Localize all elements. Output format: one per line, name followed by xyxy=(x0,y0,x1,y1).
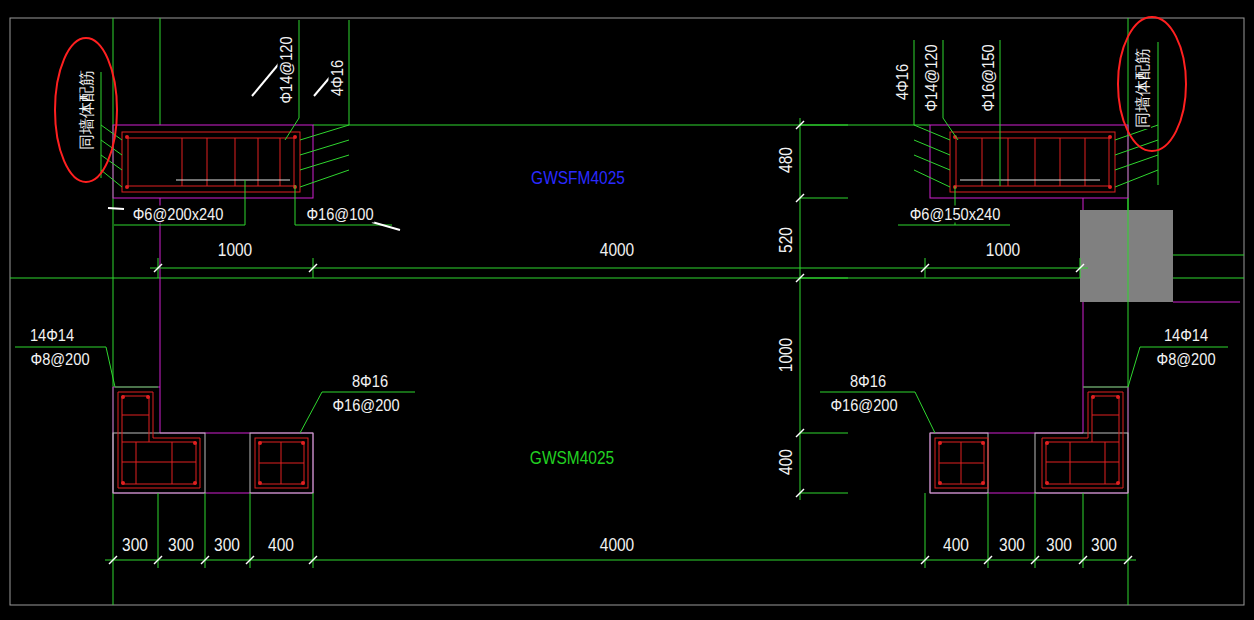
dimension-text: 300 xyxy=(121,536,149,554)
rebar-callout: 14Φ14 xyxy=(1163,327,1209,344)
dimension-text: 1000 xyxy=(985,241,1021,259)
strike-marks xyxy=(108,60,400,230)
rebar-callout: 4Φ16 xyxy=(894,63,911,101)
rebar-callout: Φ14@120 xyxy=(278,36,295,105)
wall-tag: GWSFM4025 xyxy=(530,169,625,187)
rebar-callout: Φ8@200 xyxy=(30,351,91,368)
dimension-text: 520 xyxy=(777,226,795,254)
rebar-callout: Φ8@200 xyxy=(1156,351,1217,368)
rebar-dots xyxy=(121,135,1120,485)
dimension-text: 400 xyxy=(267,536,295,554)
leader-lines xyxy=(15,20,1228,433)
dimension-ticks xyxy=(109,121,1132,564)
rebar-callout: 8Φ16 xyxy=(849,373,887,390)
dimension-text: 300 xyxy=(167,536,195,554)
column-block xyxy=(1080,210,1173,302)
wall-outline xyxy=(113,125,1240,493)
rebar-callout: 4Φ16 xyxy=(329,59,346,97)
dimension-text: 400 xyxy=(942,536,970,554)
rebar-callout: Φ16@200 xyxy=(332,397,401,414)
column-lines xyxy=(1128,198,1129,302)
markup-ellipse xyxy=(55,17,1186,182)
dimension-text: 400 xyxy=(777,448,795,476)
dimension-text: 300 xyxy=(998,536,1026,554)
dimension-text: 300 xyxy=(213,536,241,554)
dimension-lines xyxy=(105,118,1136,568)
wall-tag: GWSM4025 xyxy=(529,449,615,467)
dimension-text: 1000 xyxy=(217,241,253,259)
rebar-callout: 14Φ14 xyxy=(29,327,75,344)
dimension-text: 300 xyxy=(1045,536,1073,554)
wall-rebar xyxy=(122,132,1115,192)
rebar-callout: Φ14@120 xyxy=(923,44,940,113)
dimension-text: 300 xyxy=(1090,536,1118,554)
sheet-frame xyxy=(10,18,1244,605)
rebar-callout: Φ16@200 xyxy=(830,397,899,414)
rebar-callout: Φ16@100 xyxy=(306,206,375,223)
rebar-callout: Φ6@150x240 xyxy=(909,206,1001,223)
dimension-text: 480 xyxy=(777,146,795,174)
column-rebar xyxy=(118,392,1123,488)
axis-lines xyxy=(10,18,1244,605)
dimension-text: 1000 xyxy=(777,337,795,373)
rebar-callout: Φ6@200x240 xyxy=(132,206,224,223)
note-text: 同墙体配筋 xyxy=(1135,47,1151,129)
dimension-text: 4000 xyxy=(599,536,635,554)
rebar-callout: 8Φ16 xyxy=(351,373,389,390)
rebar-callout: Φ16@150 xyxy=(980,44,997,113)
dimension-text: 4000 xyxy=(599,241,635,259)
tie-lines xyxy=(113,180,1128,493)
note-text: 同墙体配筋 xyxy=(79,69,95,151)
